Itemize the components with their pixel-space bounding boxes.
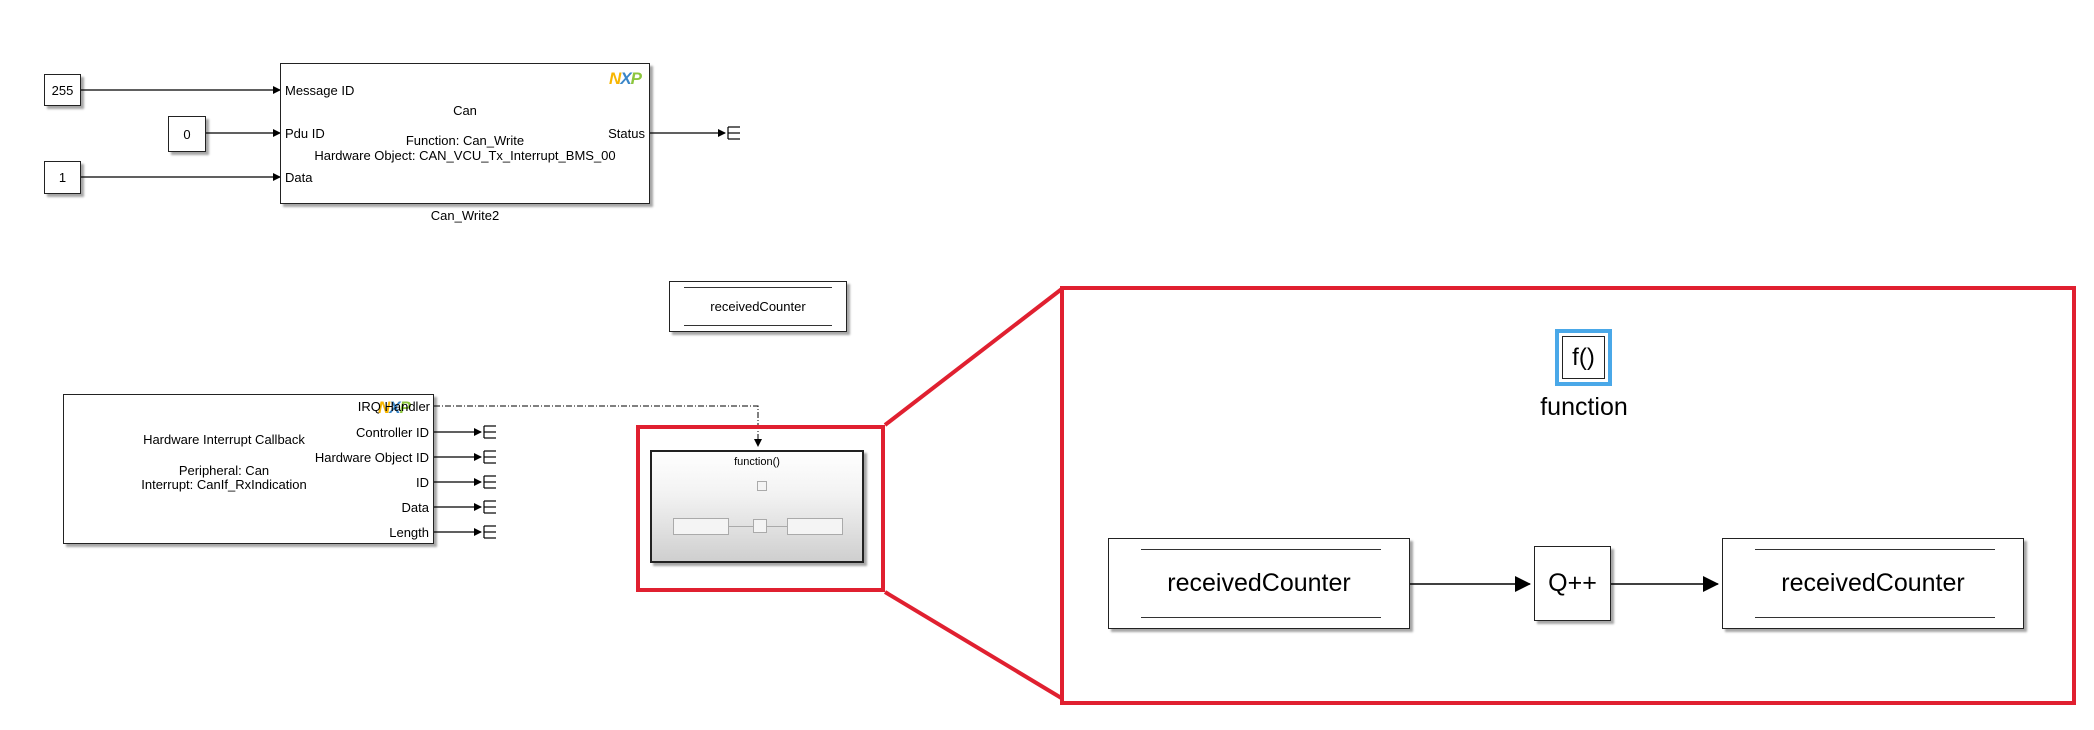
block-interrupt: Interrupt: CanIf_RxIndication bbox=[141, 477, 307, 492]
block-function: Function: Can_Write bbox=[405, 133, 525, 148]
input-port-pdu-id: Pdu ID bbox=[285, 126, 325, 141]
function-call-subsystem-block[interactable]: function() bbox=[650, 450, 864, 563]
terminator-icon bbox=[727, 126, 740, 140]
divider bbox=[684, 325, 832, 326]
divider bbox=[1755, 617, 1995, 618]
block-title: Can bbox=[453, 103, 477, 118]
hardware-interrupt-callback-block[interactable]: NXP IRQ Handler Controller ID Hardware O… bbox=[63, 394, 434, 544]
block-hardware-object: Hardware Object: CAN_VCU_Tx_Interrupt_BM… bbox=[314, 148, 616, 163]
block-name: Can_Write2 bbox=[430, 208, 500, 223]
constant-value: 1 bbox=[58, 170, 67, 185]
data-store-memory-block[interactable]: receivedCounter bbox=[669, 281, 847, 332]
can-write-block[interactable]: NXP Message ID Pdu ID Data Status Can Fu… bbox=[280, 63, 650, 204]
trigger-port-block[interactable]: f() bbox=[1555, 329, 1612, 386]
terminator-icon bbox=[483, 500, 496, 514]
nxp-logo-icon: NXP bbox=[378, 398, 411, 417]
nxp-logo-icon: NXP bbox=[609, 69, 642, 88]
mini-read-block bbox=[673, 518, 729, 535]
constant-value: 255 bbox=[51, 82, 74, 98]
zoom-view-frame bbox=[1060, 286, 2076, 705]
increment-block[interactable]: Q++ bbox=[1534, 546, 1611, 621]
data-store-read-label: receivedCounter bbox=[1167, 569, 1351, 597]
output-port-length: Length bbox=[389, 525, 429, 540]
output-port-data: Data bbox=[401, 500, 429, 515]
terminator-icon bbox=[483, 425, 496, 439]
output-port-controller-id: Controller ID bbox=[356, 425, 429, 440]
output-port-status: Status bbox=[608, 126, 645, 141]
data-store-write-block[interactable]: receivedCounter bbox=[1722, 538, 2024, 629]
function-icon: f() bbox=[1562, 336, 1605, 379]
output-port-hardware-object-id: Hardware Object ID bbox=[314, 450, 429, 465]
divider bbox=[1755, 549, 1995, 550]
mini-write-block bbox=[787, 518, 843, 535]
constant-block[interactable]: 0 bbox=[168, 116, 206, 152]
zoom-highlight-source bbox=[636, 425, 885, 592]
divider bbox=[684, 287, 832, 288]
data-store-read-block[interactable]: receivedCounter bbox=[1108, 538, 1410, 629]
trigger-port-label: function bbox=[1540, 393, 1628, 421]
input-port-data: Data bbox=[285, 170, 313, 185]
data-store-write-label: receivedCounter bbox=[1781, 569, 1965, 597]
mini-increment-block bbox=[753, 519, 767, 533]
input-port-message-id: Message ID bbox=[285, 83, 355, 98]
subsystem-label: function() bbox=[734, 456, 780, 468]
terminator-icon bbox=[483, 450, 496, 464]
terminator-icon bbox=[483, 525, 496, 539]
constant-value: 0 bbox=[183, 126, 191, 142]
constant-block[interactable]: 255 bbox=[44, 74, 81, 106]
block-title: Hardware Interrupt Callback bbox=[143, 432, 305, 447]
function-call-line[interactable] bbox=[434, 405, 762, 447]
mini-trigger-icon bbox=[757, 481, 767, 491]
terminator-icon bbox=[483, 475, 496, 489]
divider bbox=[1141, 549, 1381, 550]
mini-wire bbox=[729, 526, 753, 527]
block-peripheral: Peripheral: Can bbox=[178, 463, 270, 478]
mini-wire bbox=[767, 526, 787, 527]
increment-label: Q++ bbox=[1548, 569, 1597, 597]
zoom-connector bbox=[883, 286, 1065, 427]
output-port-irq-handler: IRQ Handler bbox=[357, 399, 430, 414]
constant-block[interactable]: 1 bbox=[44, 161, 81, 194]
data-store-name: receivedCounter bbox=[710, 299, 806, 314]
zoom-connector bbox=[883, 590, 1065, 701]
output-port-id: ID bbox=[416, 475, 429, 490]
divider bbox=[1141, 617, 1381, 618]
